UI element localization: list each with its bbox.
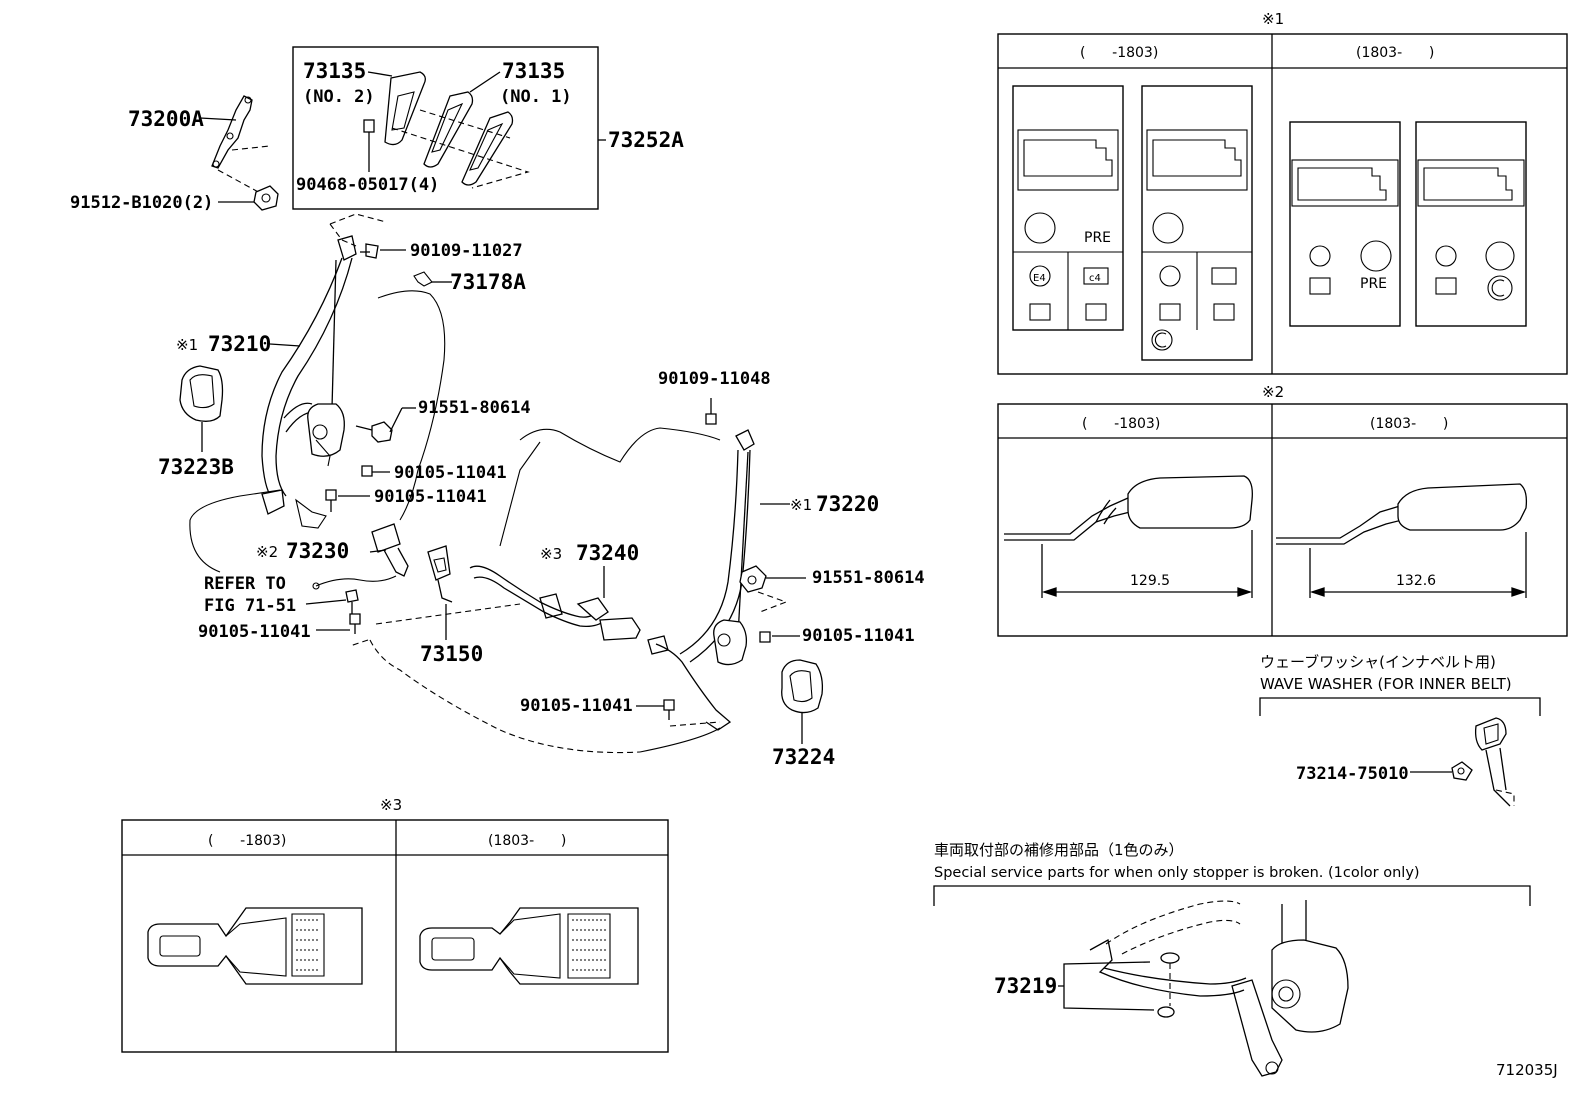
label-73240: 73240 [576,541,639,565]
marker-73230: ※2 [256,543,278,561]
refer-to-line1: REFER TO [204,574,286,594]
label-73135-no2: 73135 [303,59,366,83]
label-73219: 73219 [994,974,1057,998]
label-91551-80614-right: 91551-80614 [812,568,925,588]
panel3-marker: ※3 [380,796,402,814]
fasteners-left [325,243,446,512]
belt-73220 [647,429,790,731]
label-73252A: 73252A [608,128,684,152]
label-90109-11027: 90109-11027 [410,241,523,261]
label-73223B: 73223B [158,455,234,479]
cover-kit-box [292,46,606,210]
c4-text-1: c4 [1089,273,1101,284]
label-91512-B1020: 91512-B1020(2) [70,193,213,213]
pre-text-2: PRE [1360,276,1387,292]
label-73135-no2-sub: (NO. 2) [303,87,375,107]
panel1-col-right: (1803- ) [1356,45,1434,61]
panel3-col-left: ( -1803) [208,833,286,849]
label-90105-11041-b: 90105-11041 [374,487,487,507]
special-parts-jp: 車両取付部の補修用部品（1色のみ） [934,841,1184,859]
panel1-col-left: ( -1803) [1080,45,1158,61]
label-90105-11041-c: 90105-11041 [198,622,311,642]
panel3-col-right: (1803- ) [488,833,566,849]
label-73200A: 73200A [128,107,204,131]
belt-73210 [261,235,357,529]
fasteners-right [636,398,806,727]
refer-to-line2: FIG 71-51 [204,596,296,616]
cover-73223B [179,365,224,452]
label-73224: 73224 [772,745,835,769]
label-90105-11041-d: 90105-11041 [802,626,915,646]
wave-washer-section: ウェーブワッシャ(インナベルト用) WAVE WASHER (FOR INNER… [1259,653,1541,807]
label-90105-11041-e: 90105-11041 [520,696,633,716]
panel-label-variants: ※1 ( -1803) (1803- ) PRE E4 c4 [997,10,1568,375]
label-73230: 73230 [286,539,349,563]
label-73178A: 73178A [450,270,526,294]
label-73135-no1: 73135 [502,59,565,83]
e4-text-1: E4 [1033,273,1046,284]
label-73214-75010: 73214-75010 [1296,764,1409,784]
label-90105-11041-a: 90105-11041 [394,463,507,483]
panel1-marker: ※1 [1262,10,1284,28]
label-90468-05017: 90468-05017(4) [296,175,439,195]
cover-73224 [781,659,824,744]
dimension-left: 129.5 [1130,573,1170,589]
panel-latch-plate-variants: ※3 ( -1803) (1803- ) [121,796,669,1053]
label-90109-11048: 90109-11048 [658,369,771,389]
bracket-73200A [199,95,279,211]
panel2-col-right: (1803- ) [1370,416,1448,432]
panel-buckle-dimensions: ※2 ( -1803) (1803- ) 129.5 132.6 [997,383,1568,637]
label-73220: 73220 [816,492,879,516]
pre-text-1: PRE [1084,230,1111,246]
label-73210: 73210 [208,332,271,356]
seat-outline [189,213,721,754]
label-91551-80614-left: 91551-80614 [418,398,531,418]
figure-id: 712035J [1496,1061,1558,1079]
panel2-marker: ※2 [1262,383,1284,401]
wave-washer-en: WAVE WASHER (FOR INNER BELT) [1260,675,1512,693]
belt-73240 [469,565,641,641]
special-parts-en: Special service parts for when only stop… [934,865,1420,881]
marker-73210: ※1 [176,336,198,354]
label-73135-no1-sub: (NO. 1) [500,87,572,107]
wave-washer-jp: ウェーブワッシャ(インナベルト用) [1260,653,1496,671]
label-73150: 73150 [420,642,483,666]
marker-73240: ※3 [540,545,562,563]
marker-73220: ※1 [790,496,812,514]
panel2-col-left: ( -1803) [1082,416,1160,432]
dimension-right: 132.6 [1396,573,1436,589]
buckle-73230 [305,523,409,634]
special-parts-section: 車両取付部の補修用部品（1色のみ） Special service parts … [933,841,1531,1077]
buckle-73150 [427,545,453,640]
